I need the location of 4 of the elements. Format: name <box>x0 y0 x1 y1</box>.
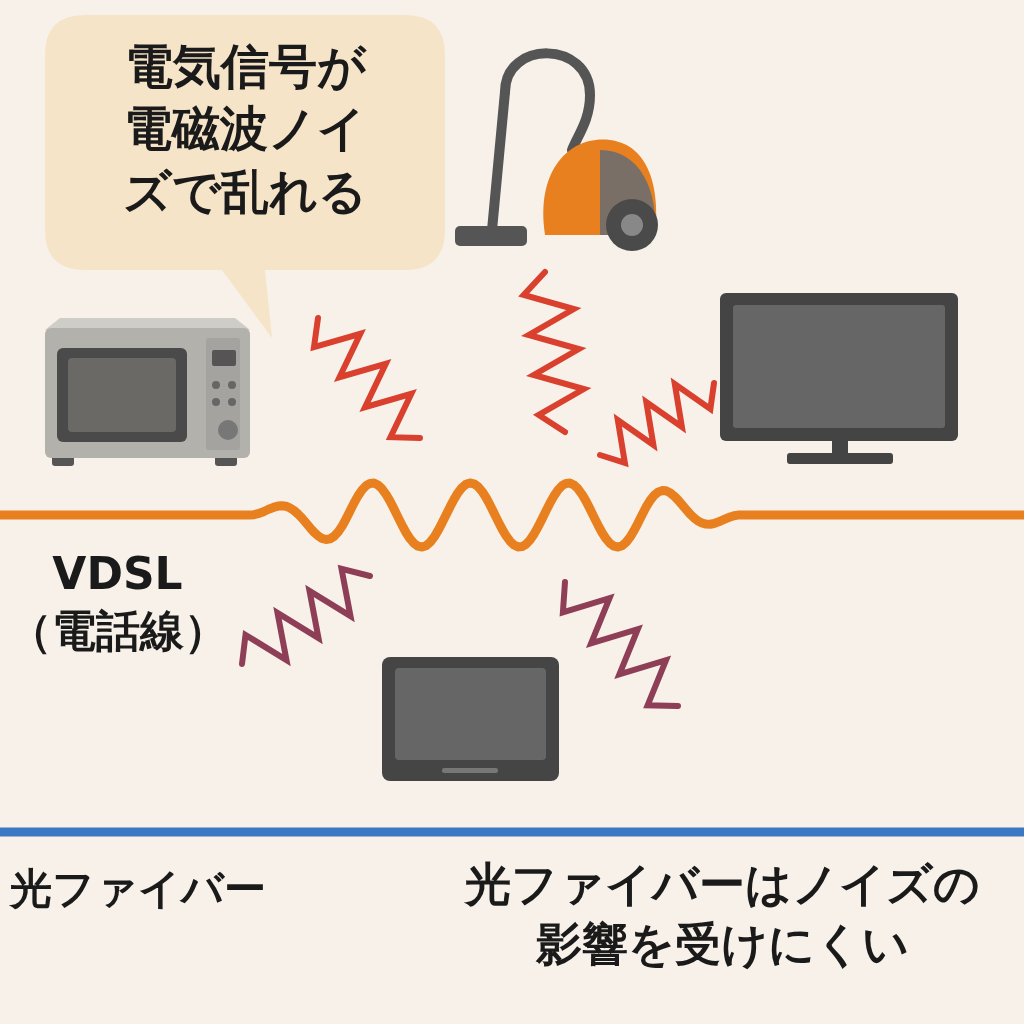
cable-label: VDSL（電話線） <box>6 547 229 659</box>
cable-label: 光ファイバー <box>10 863 267 915</box>
note-text: 光ファイバーはノイズの影響を受けにくい <box>463 856 981 973</box>
speech-bubble: 電気信号が電磁波ノイズで乱れる <box>45 15 445 340</box>
